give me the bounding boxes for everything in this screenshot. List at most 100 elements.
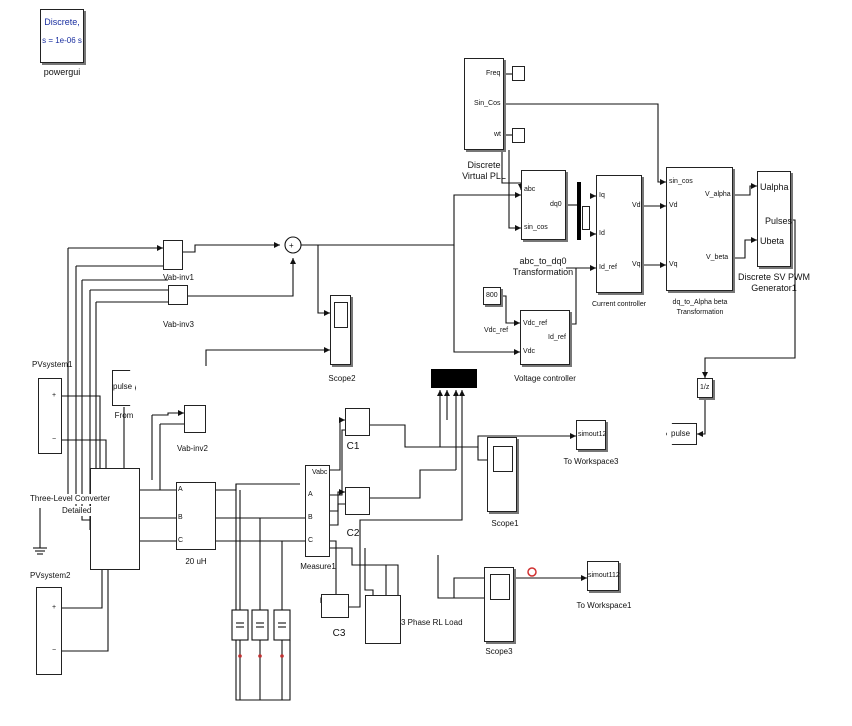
unit-delay-block[interactable] <box>697 378 713 398</box>
dq-port-vbeta: V_beta <box>706 254 729 261</box>
filter-block[interactable] <box>176 482 216 550</box>
scope1-label: Scope1 <box>491 519 519 528</box>
c2-label: C2 <box>346 528 360 539</box>
scope1-screen <box>493 446 513 472</box>
rl-load-block[interactable] <box>365 595 401 644</box>
c1-block[interactable] <box>345 408 370 436</box>
powergui-label: powergui <box>43 67 81 77</box>
red-marker <box>527 567 537 577</box>
workspace1-var: simout112 <box>588 572 620 579</box>
powergui-block[interactable] <box>40 9 84 63</box>
workspace3-var: simout12 <box>578 431 607 438</box>
converter-block[interactable] <box>90 468 140 570</box>
workspace1-label: To Workspace1 <box>576 601 632 610</box>
vc-title: Voltage controller <box>514 374 576 383</box>
c2-block[interactable] <box>345 487 370 515</box>
pv2-minus: − <box>52 647 57 654</box>
dq-port-sincos: sin_cos <box>669 178 693 185</box>
dq-alpha-block[interactable] <box>666 167 733 291</box>
pv1-block[interactable] <box>38 378 62 454</box>
pll-port-freq: Freq <box>486 70 501 77</box>
powergui-line1: Discrete, <box>44 17 80 27</box>
unit-delay-label: 1/z <box>700 384 710 391</box>
vdc-constant-value: 800 <box>486 292 498 299</box>
pll-title-2: Virtual PLL <box>462 171 506 181</box>
sv-title-2: Generator1 <box>751 283 797 293</box>
goto-tag: pulse <box>671 429 691 438</box>
converter-label-2: Detailed <box>62 506 92 516</box>
sv-port-ualpha: Ualpha <box>760 182 789 192</box>
dq-title-1: dq_to_Alpha beta <box>672 299 728 306</box>
svg-text:+: + <box>289 241 294 250</box>
workspace1-block[interactable] <box>587 561 619 591</box>
filter-b: B <box>178 514 183 521</box>
measure-b: B <box>308 514 313 521</box>
vab-inv1-label: Vab-inv1 <box>163 273 194 282</box>
vab-inv1-block[interactable] <box>163 240 183 270</box>
workspace3-label: To Workspace3 <box>563 457 619 466</box>
powergui-line2: s = 1e-06 s <box>42 36 82 45</box>
scope2-label: Scope2 <box>328 374 356 383</box>
demux-bar[interactable] <box>577 182 581 240</box>
measure-block[interactable] <box>305 465 330 557</box>
cc-port-idref: Id_ref <box>599 264 617 271</box>
scope3-screen <box>490 574 510 600</box>
c1-label: C1 <box>346 441 360 452</box>
pll-title-1: Discrete <box>467 160 501 170</box>
vab-inv3-label: Vab-inv3 <box>163 320 194 329</box>
sv-port-ubeta: Ubeta <box>760 236 785 246</box>
pll-block[interactable] <box>464 58 504 150</box>
pv1-minus: − <box>52 436 57 443</box>
abc-to-dq0-block[interactable] <box>521 170 566 240</box>
terminator-freq[interactable] <box>512 66 525 81</box>
cc-port-id: Id <box>599 230 605 237</box>
pv1-label: PVsystem1 <box>32 360 73 369</box>
vdc-constant[interactable] <box>483 287 501 305</box>
terminator-wt[interactable] <box>512 128 525 143</box>
converter-label-1: Three-Level Converter <box>30 494 111 504</box>
c3-block[interactable] <box>321 594 349 618</box>
dq-port-vq: Vq <box>669 261 678 268</box>
current-controller-block[interactable] <box>596 175 642 293</box>
dq-port-valpha: V_alpha <box>705 191 731 198</box>
measure-a: A <box>308 491 313 498</box>
pll-port-wt: wt <box>494 131 501 138</box>
filter-a: A <box>178 486 183 493</box>
dq-title-2: Transformation <box>676 309 724 316</box>
measure-c: C <box>308 537 314 544</box>
capacitor-bank <box>231 609 291 641</box>
cc-port-vd: Vd <box>632 202 641 209</box>
from-block[interactable] <box>112 370 136 406</box>
vc-port-vdcref: Vdc_ref <box>523 320 548 327</box>
vc-port-idref: Id_ref <box>548 334 566 341</box>
pv2-block[interactable] <box>36 587 62 675</box>
abc-title-1: abc_to_dq0 <box>519 256 567 266</box>
cc-port-vq: Vq <box>632 261 641 268</box>
pv1-plus: + <box>52 392 57 399</box>
goto-block[interactable] <box>666 423 697 445</box>
abc-port-abc: abc <box>524 186 536 193</box>
ground-icon <box>33 547 47 555</box>
pv2-label: PVsystem2 <box>30 571 71 580</box>
svpwm-block[interactable] <box>757 171 791 267</box>
vc-port-vdc: Vdc <box>523 348 536 355</box>
scope3-label: Scope3 <box>485 647 513 656</box>
cc-title: Current controller <box>591 301 647 308</box>
abc-title-2: Transformation <box>512 267 574 277</box>
workspace3-block[interactable] <box>576 420 606 450</box>
voltage-controller-block[interactable] <box>520 310 570 365</box>
rl-load-label: 3 Phase RL Load <box>401 618 463 627</box>
cc-port-iq: Iq <box>599 192 605 199</box>
abc-port-dq0: dq0 <box>550 201 562 208</box>
mux-bar[interactable] <box>431 369 477 388</box>
from-tag: pulse <box>113 382 133 391</box>
vdc-ref-label: Vdc_ref <box>484 327 509 334</box>
pv2-plus: + <box>52 604 57 611</box>
vab-inv2-block[interactable] <box>184 405 206 433</box>
sv-port-pulses: Pulses <box>765 216 793 226</box>
measure-label: Measure1 <box>300 562 336 571</box>
pll-port-sincos: Sin_Cos <box>474 100 501 107</box>
terminator-dq0[interactable] <box>582 206 590 230</box>
vab-inv3-block[interactable] <box>168 285 188 305</box>
